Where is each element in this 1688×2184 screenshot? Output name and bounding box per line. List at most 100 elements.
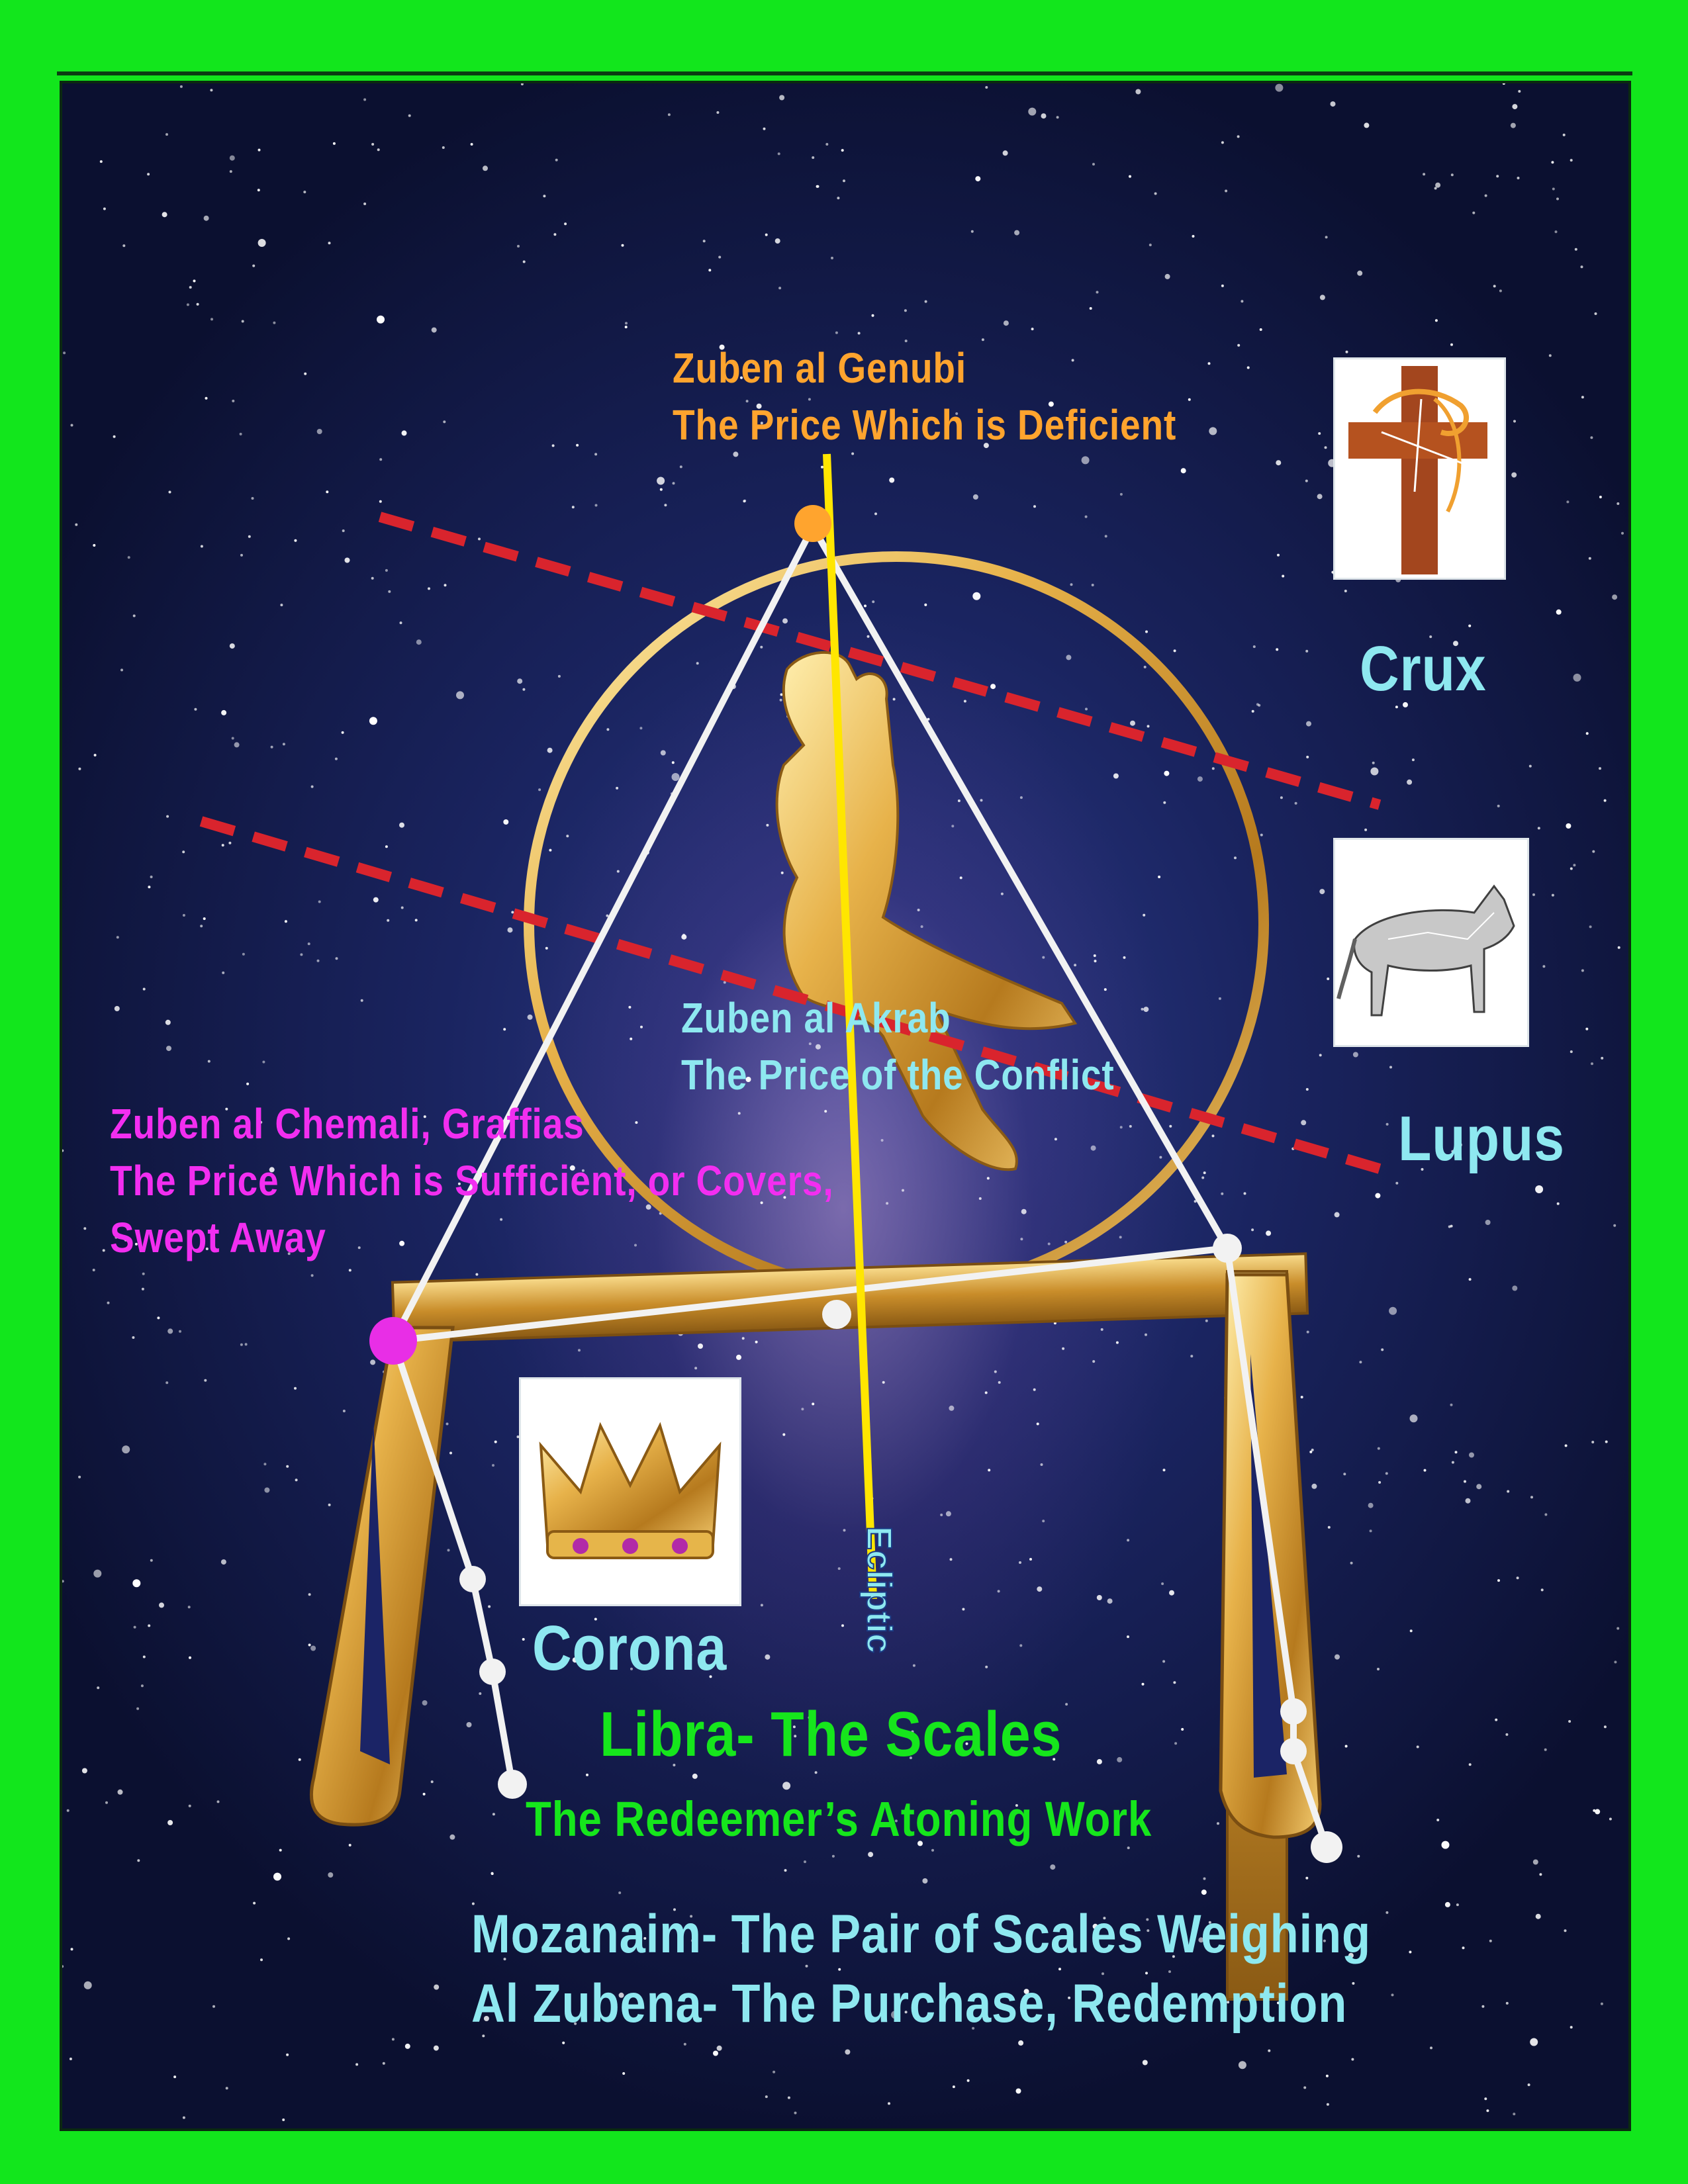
star-dot bbox=[1042, 1520, 1045, 1523]
star-dot bbox=[205, 396, 208, 400]
star-dot bbox=[660, 750, 666, 756]
star-dot bbox=[902, 1189, 904, 1192]
star-dot bbox=[229, 643, 235, 649]
star-dot bbox=[182, 2116, 185, 2119]
star-dot bbox=[1323, 1939, 1326, 1942]
zuben-genubi-name: Zuben al Genubi bbox=[673, 344, 967, 392]
star-dot bbox=[341, 731, 344, 734]
star-dot bbox=[1450, 173, 1454, 177]
star-dot bbox=[950, 1811, 953, 1815]
star-dot bbox=[576, 443, 579, 447]
star-dot bbox=[616, 870, 620, 873]
star-dot bbox=[287, 1937, 291, 1940]
star-dot bbox=[1497, 804, 1500, 807]
star-dot bbox=[1164, 770, 1170, 776]
star-dot bbox=[97, 1686, 100, 1690]
star-dot bbox=[1580, 265, 1583, 269]
star-dot bbox=[332, 142, 336, 145]
star-dot bbox=[1423, 1469, 1427, 1472]
star-dot bbox=[357, 1246, 361, 1250]
star-dot bbox=[388, 590, 391, 593]
star-dot bbox=[433, 2045, 439, 2051]
star-dot bbox=[1585, 732, 1589, 735]
star-dot bbox=[1476, 1484, 1482, 1490]
star-dot bbox=[1047, 1242, 1051, 1246]
star-dot bbox=[1451, 1150, 1454, 1153]
star-dot bbox=[1344, 1745, 1348, 1748]
star-dot bbox=[1395, 1181, 1399, 1185]
star-dot bbox=[1495, 1718, 1498, 1721]
star-dot bbox=[708, 269, 712, 272]
star-dot bbox=[423, 1115, 426, 1118]
star-dot bbox=[1238, 2061, 1246, 2070]
star-dot bbox=[1161, 1582, 1164, 1585]
star-dot bbox=[1096, 1595, 1102, 1600]
star-dot bbox=[78, 1475, 81, 1479]
star-dot bbox=[273, 321, 276, 324]
star-dot bbox=[664, 504, 667, 507]
star-dot bbox=[253, 1901, 256, 1905]
star-dot bbox=[917, 1841, 923, 1846]
star-dot bbox=[1251, 1228, 1254, 1232]
star-dot bbox=[93, 544, 96, 547]
star-dot bbox=[371, 576, 374, 580]
star-dot bbox=[1451, 1461, 1454, 1464]
star-dot bbox=[716, 2045, 722, 2051]
star-dot bbox=[689, 1653, 692, 1657]
star-dot bbox=[1090, 1145, 1096, 1151]
star-dot bbox=[222, 971, 225, 974]
star-dot bbox=[457, 1182, 461, 1185]
star-dot bbox=[242, 952, 245, 956]
star-dot bbox=[263, 1463, 267, 1466]
star-dot bbox=[422, 1792, 426, 1796]
title-line-1: Mozanaim- The Pair of Scales Weighing bbox=[471, 1904, 1371, 1964]
crown-icon bbox=[539, 1422, 722, 1559]
star-dot bbox=[373, 897, 379, 903]
star-dot bbox=[193, 279, 196, 283]
star-dot bbox=[179, 85, 183, 88]
star-dot bbox=[1556, 197, 1559, 201]
star-dot bbox=[760, 422, 763, 425]
star-dot bbox=[116, 936, 119, 939]
star-dot bbox=[280, 604, 283, 607]
star-dot bbox=[962, 1608, 965, 1611]
star-dot bbox=[630, 1667, 633, 1670]
star-dot bbox=[1127, 1635, 1129, 1639]
star-dot bbox=[574, 2022, 577, 2025]
star-dot bbox=[122, 1445, 130, 1454]
star-dot bbox=[1305, 1876, 1309, 1880]
star-dot bbox=[351, 1165, 354, 1169]
star-dot bbox=[1581, 969, 1584, 972]
star-dot bbox=[1421, 1167, 1424, 1171]
star-dot bbox=[318, 900, 321, 903]
star-dot bbox=[709, 1675, 712, 1678]
star-dot bbox=[142, 1272, 145, 1275]
star-dot bbox=[83, 1981, 92, 1989]
star-dot bbox=[1084, 515, 1088, 518]
star-dot bbox=[1484, 194, 1487, 197]
star-dot bbox=[783, 1196, 786, 1199]
star-dot bbox=[716, 111, 720, 114]
star-dot bbox=[105, 1801, 108, 1804]
star-dot bbox=[1375, 1193, 1381, 1199]
star-dot bbox=[1081, 456, 1090, 465]
star-dot bbox=[1570, 867, 1573, 870]
star-dot bbox=[1330, 101, 1336, 107]
star-dot bbox=[93, 754, 97, 756]
star-dot bbox=[442, 146, 445, 149]
star-dot bbox=[522, 1638, 525, 1641]
star-dot bbox=[1094, 960, 1097, 963]
star-dot bbox=[690, 1939, 694, 1942]
star-dot bbox=[522, 688, 526, 691]
star-dot bbox=[270, 745, 273, 749]
star-dot bbox=[1141, 1682, 1145, 1686]
star-dot bbox=[430, 1780, 434, 1784]
zuben-akrab-name: Zuben al Akrab bbox=[681, 994, 951, 1042]
star-dot bbox=[1305, 479, 1308, 482]
star-dot bbox=[173, 2075, 177, 2079]
star-dot bbox=[694, 1367, 698, 1370]
star-dot bbox=[136, 1707, 140, 1710]
star-dot bbox=[120, 668, 123, 672]
star-dot bbox=[1317, 494, 1323, 500]
left-star-3 bbox=[498, 1770, 527, 1799]
